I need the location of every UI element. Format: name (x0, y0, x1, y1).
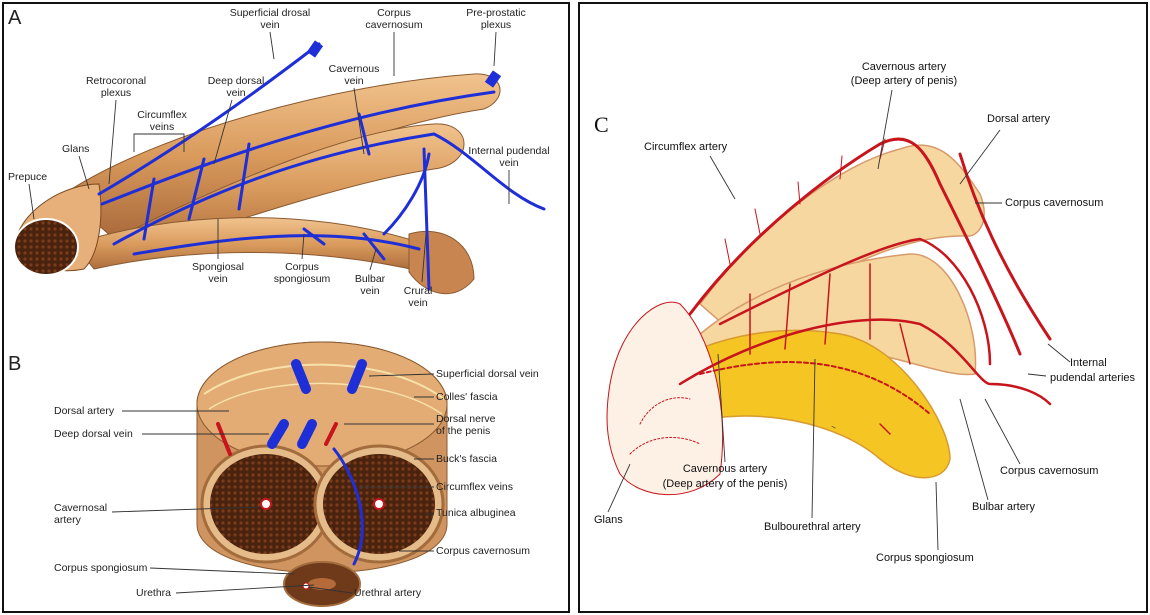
label-a-superficial-dorsal-vein-1: Superficial drosal (230, 7, 311, 19)
label-b-urethral-artery: Urethral artery (354, 587, 422, 599)
label-a-pre-prostatic-plexus-1: Pre-prostatic (466, 7, 526, 19)
label-a-corpus-cavernosum-1: Corpus (377, 7, 411, 19)
label-b-superficial-dorsal-vein: Superficial dorsal vein (436, 368, 539, 380)
label-c-internal-pudendal-arteries-1: Internal (1070, 357, 1107, 369)
label-b-corpus-spongiosum: Corpus spongiosum (54, 562, 148, 574)
label-a-internal-pudendal-vein-1: Internal pudendal (468, 145, 549, 157)
label-c-corpus-cavernosum-bottom: Corpus cavernosum (1000, 465, 1098, 477)
label-c-bulbourethral-artery: Bulbourethral artery (764, 521, 861, 533)
panel-b-letter: B (8, 353, 21, 375)
label-c-circumflex-artery: Circumflex artery (644, 141, 728, 153)
label-c-cavernous-artery-top-2: (Deep artery of penis) (851, 75, 957, 87)
label-a-corpus-spongiosum-1: Corpus (285, 261, 319, 273)
label-b-urethra: Urethra (136, 587, 171, 599)
label-a-glans: Glans (62, 143, 89, 155)
panel-c-letter: C (594, 112, 609, 137)
label-a-spongiosal-vein-1: Spongiosal (192, 261, 244, 273)
label-c-corpus-spongiosum: Corpus spongiosum (876, 552, 974, 564)
label-a-cavernous-vein-1: Cavernous (329, 63, 380, 75)
label-c-cavernous-artery-bottom-2: (Deep artery of the penis) (663, 478, 788, 490)
panel-c-svg: C ~ Cavernous artery (Deep artery o (580, 4, 1146, 611)
panel-ab-svg: A Superficial d (4, 4, 568, 611)
label-a-cavernous-vein-2: vein (344, 75, 363, 87)
panel-ab-frame: A Superficial d (2, 2, 570, 613)
label-a-internal-pudendal-vein-2: vein (499, 157, 518, 169)
label-c-cavernous-artery-top-1: Cavernous artery (862, 61, 947, 73)
label-a-spongiosal-vein-2: vein (208, 273, 227, 285)
label-c-cavernous-artery-bottom-1: Cavernous artery (683, 463, 768, 475)
label-c-internal-pudendal-arteries-2: pudendal arteries (1050, 372, 1136, 384)
label-b-corpus-cavernosum: Corpus cavernosum (436, 545, 530, 557)
label-a-circumflex-veins-2: veins (150, 121, 175, 133)
label-a-prepuce: Prepuce (8, 171, 47, 183)
label-a-superficial-dorsal-vein-2: vein (260, 19, 279, 31)
label-b-dorsal-nerve-2: of the penis (436, 425, 490, 437)
label-b-tunica-albuginea: Tunica albuginea (436, 507, 516, 519)
label-a-retrocoronal-plexus-2: plexus (101, 87, 131, 99)
label-a-pre-prostatic-plexus-2: plexus (481, 19, 511, 31)
label-b-deep-dorsal-vein: Deep dorsal vein (54, 428, 133, 440)
label-b-circumflex-veins: Circumflex veins (436, 481, 513, 493)
label-a-bulbar-vein-2: vein (360, 285, 379, 297)
panel-a-letter: A (8, 7, 22, 29)
label-a-deep-dorsal-vein-1: Deep dorsal (208, 75, 265, 87)
label-b-bucks-fascia: Buck's fascia (436, 453, 497, 465)
panel-c-illustration: ~ (607, 139, 1050, 495)
label-a-corpus-cavernosum-2: cavernosum (365, 19, 422, 31)
label-a-deep-dorsal-vein-2: vein (226, 87, 245, 99)
label-a-bulbar-vein-1: Bulbar (355, 273, 386, 285)
label-b-cavernosal-artery-2: artery (54, 514, 82, 526)
label-a-crural-vein-2: vein (408, 297, 427, 309)
label-c-dorsal-artery: Dorsal artery (987, 113, 1050, 125)
label-a-corpus-spongiosum-2: spongiosum (274, 273, 331, 285)
label-b-cavernosal-artery-1: Cavernosal (54, 502, 107, 514)
label-a-retrocoronal-plexus-1: Retrocoronal (86, 75, 146, 87)
panel-b-illustration (197, 342, 447, 606)
label-c-corpus-cavernosum-top: Corpus cavernosum (1005, 197, 1103, 209)
label-c-bulbar-artery: Bulbar artery (972, 501, 1035, 513)
label-a-circumflex-veins-1: Circumflex (137, 109, 187, 121)
label-b-dorsal-artery: Dorsal artery (54, 405, 115, 417)
panel-c-frame: C ~ Cavernous artery (Deep artery o (578, 2, 1148, 613)
label-b-colles-fascia: Colles' fascia (436, 391, 498, 403)
label-b-dorsal-nerve-1: Dorsal nerve (436, 413, 496, 425)
label-c-glans: Glans (594, 514, 623, 526)
label-a-crural-vein-1: Crural (404, 285, 433, 297)
